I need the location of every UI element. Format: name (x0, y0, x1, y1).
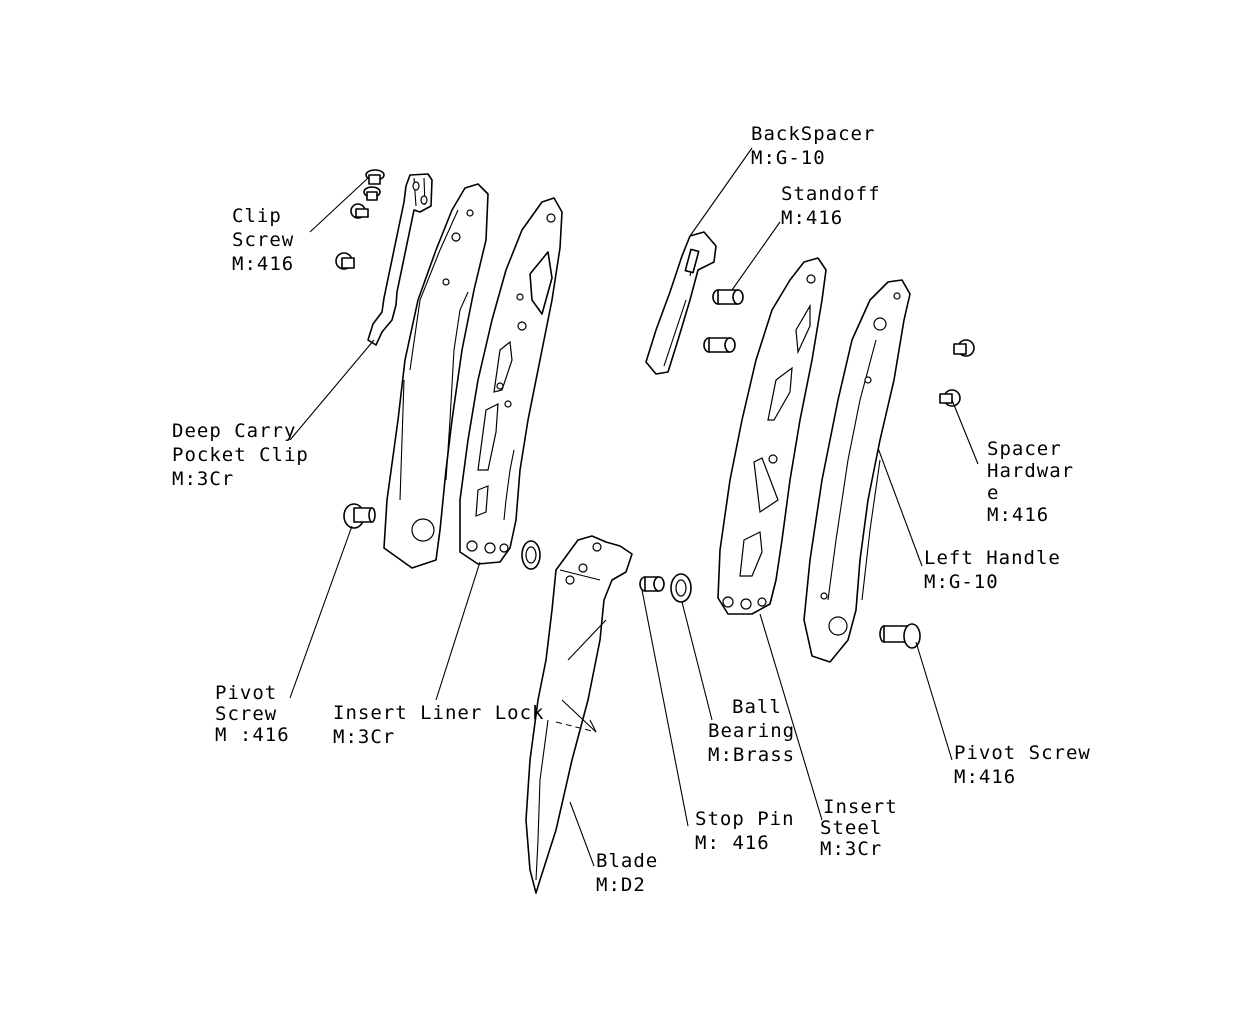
spacer-hardware-name-3: e (987, 482, 1000, 504)
stop-pin (639, 576, 665, 592)
insert-liner-lock-label: Insert Liner Lock M:3Cr (333, 701, 544, 749)
left-handle-name: Left Handle (924, 547, 1061, 569)
ball-bearing-washer (670, 573, 692, 603)
standoff-label: Standoff M:416 (781, 182, 881, 230)
left-handle-label: Left Handle M:G-10 (924, 546, 1061, 594)
spacer-hardware-material: M:416 (987, 504, 1050, 526)
pivot-screw-left-name-1: Pivot (215, 682, 278, 704)
left-handle-material: M:G-10 (924, 571, 999, 593)
blade-label: Blade M:D2 (596, 849, 658, 897)
insert-steel-name-2: Steel (820, 817, 883, 839)
stop-pin-name: Stop Pin (695, 808, 795, 830)
spacer-hardware (939, 339, 975, 407)
insert-steel-material: M:3Cr (820, 838, 883, 860)
insert-steel (717, 257, 827, 615)
insert-liner-lock-material: M:3Cr (333, 726, 396, 748)
left-handle (803, 279, 911, 663)
leader-lines (289, 147, 979, 867)
backspacer-material: M:G-10 (751, 147, 826, 169)
pivot-screw-left (343, 503, 376, 529)
insert-liner-lock-name: Insert Liner Lock (333, 702, 545, 724)
backspacer-label: BackSpacer M:G-10 (751, 122, 875, 170)
clip-screw-name-1: Clip (232, 205, 282, 227)
stop-pin-material: M: 416 (695, 832, 770, 854)
pivot-screw-left-material: M :416 (215, 724, 290, 746)
pivot-screw-right-material: M:416 (954, 766, 1017, 788)
spacer-hardware-name-2: Hardwar (987, 460, 1075, 482)
right-scale (383, 183, 489, 569)
pivot-screw-right-label: Pivot Screw M:416 (954, 741, 1091, 789)
blade (525, 535, 633, 894)
pocket-clip-name-2: Pocket Clip (172, 444, 309, 466)
blade-material: M:D2 (596, 874, 646, 896)
pocket-clip-label: Deep Carry Pocket Clip M:3Cr (172, 419, 309, 491)
spacer-hardware-label: Spacer Hardwar e M:416 (987, 438, 1074, 526)
backspacer (645, 231, 717, 375)
pocket-clip-material: M:3Cr (172, 468, 235, 490)
ball-bearing-name-1: Ball (732, 696, 782, 718)
backspacer-name: BackSpacer (751, 123, 876, 145)
clip-screws (335, 169, 385, 270)
standoff-name: Standoff (781, 183, 881, 205)
pivot-screw-right-name: Pivot Screw (954, 742, 1091, 764)
insert-steel-name-1: Insert (823, 796, 898, 818)
pivot-screw-right (879, 623, 921, 649)
spacer-hardware-name-1: Spacer (987, 438, 1062, 460)
pocket-clip-name-1: Deep Carry (172, 420, 297, 442)
ball-bearing-name-2: Bearing (708, 720, 796, 742)
standoffs (703, 289, 744, 353)
clip-screw-material: M:416 (232, 253, 295, 275)
insert-steel-label: Insert Steel M:3Cr (820, 797, 898, 860)
stop-pin-label: Stop Pin M: 416 (695, 807, 795, 855)
ball-bearing-material: M:Brass (708, 744, 796, 766)
pivot-screw-left-name-2: Screw (215, 703, 278, 725)
standoff-material: M:416 (781, 207, 844, 229)
pocket-clip (367, 173, 433, 346)
pivot-washer-left (521, 540, 541, 570)
clip-screw-label: Clip Screw M:416 (232, 204, 294, 276)
clip-screw-name-2: Screw (232, 229, 295, 251)
insert-liner-lock (459, 197, 563, 565)
pivot-screw-left-label: Pivot Screw M :416 (215, 683, 290, 746)
blade-name: Blade (596, 850, 659, 872)
ball-bearing-label: Ball Bearing M:Brass (708, 695, 795, 767)
